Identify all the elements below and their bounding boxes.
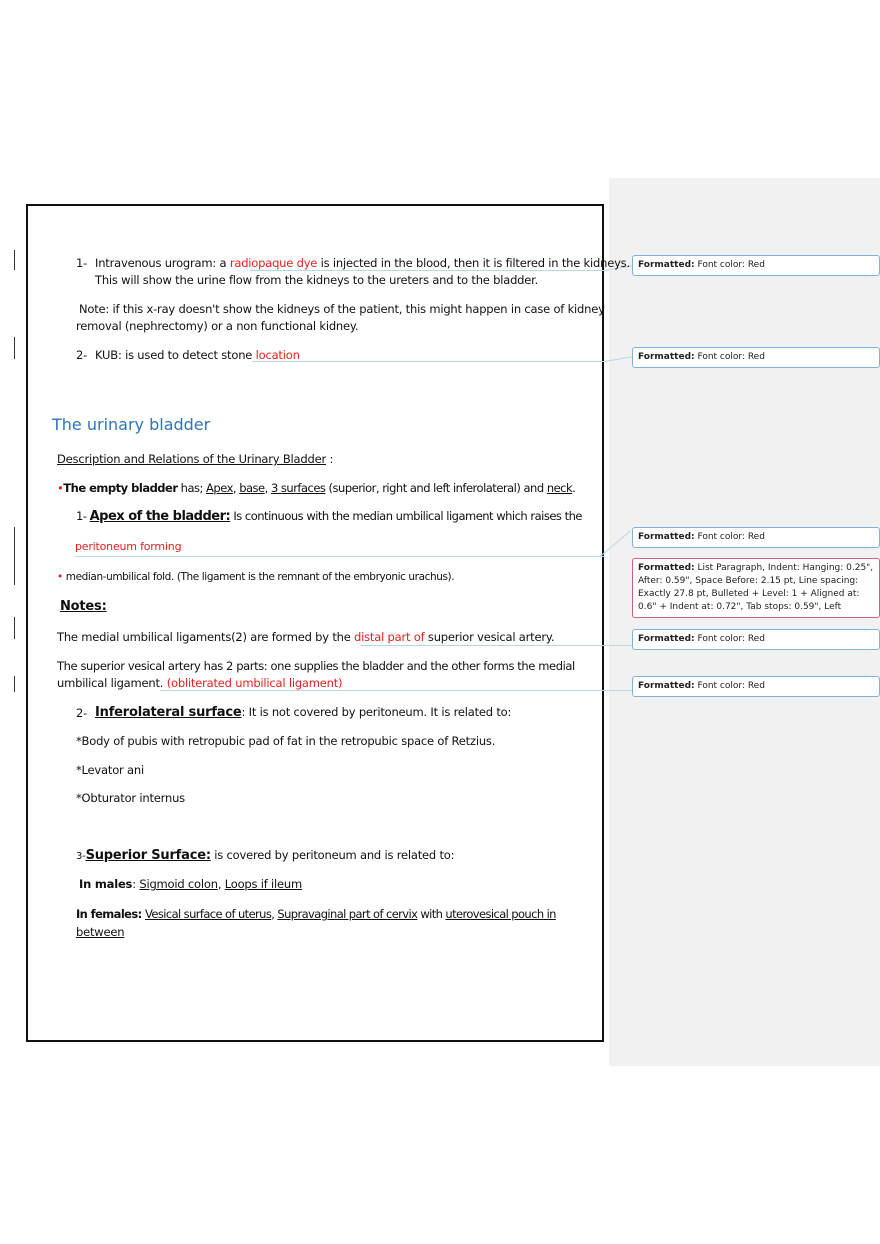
bold-text: Apex of the bladder:: [89, 509, 231, 524]
inserted-text: (obliterated umbilical ligament): [163, 676, 343, 690]
list-number: 2-: [76, 706, 88, 720]
bold-text: Inferolateral surface: [95, 705, 242, 720]
comment-balloon[interactable]: Formatted: Font color: Red: [632, 255, 880, 276]
text: *Obturator internus: [76, 791, 185, 805]
bold-text: In females:: [76, 907, 146, 921]
text: is covered by peritoneum and is related …: [210, 848, 455, 862]
text: (superior, right and left inferolateral)…: [325, 481, 547, 495]
text: :: [325, 452, 334, 466]
text: umbilical ligament.: [57, 676, 164, 690]
text: 3 surfaces: [270, 481, 326, 495]
text: Is continuous with the median umbilical …: [230, 509, 582, 523]
text: has;: [177, 481, 207, 495]
text: median-umbilical fold. (The ligament is …: [65, 571, 455, 583]
balloon-text: Font color: Red: [694, 634, 765, 644]
change-bar: [14, 250, 15, 270]
balloon-label: Formatted:: [638, 634, 695, 644]
inferolateral-line: Inferolateral surface: It is not covered…: [95, 705, 511, 720]
balloon-label: Formatted:: [638, 352, 695, 362]
text: KUB: is used to detect stone: [95, 348, 256, 362]
note: removal (nephrectomy) or a non functiona…: [76, 319, 359, 333]
text: :: [132, 877, 140, 891]
text: *Levator ani: [76, 763, 144, 777]
comment-balloon[interactable]: Formatted: List Paragraph, Indent: Hangi…: [632, 558, 880, 618]
text: is injected in the blood, then it is fil…: [317, 256, 630, 270]
balloon-label: Formatted:: [638, 681, 695, 691]
superior-line: 3-Superior Surface: is covered by perito…: [76, 848, 454, 863]
comment-balloon[interactable]: Formatted: Font color: Red: [632, 527, 880, 548]
text: The medial umbilical ligaments(2) are fo…: [57, 630, 355, 644]
list-item-kub: KUB: is used to detect stone location: [95, 348, 300, 362]
inserted-text: radiopaque dye: [229, 256, 318, 270]
text: The superior vesical artery has 2 parts:…: [57, 659, 575, 673]
text: : It is not covered by peritoneum. It is…: [241, 705, 512, 719]
text: with: [417, 907, 446, 921]
bold-text: In males: [79, 877, 133, 891]
balloon-text: List Paragraph, Indent: Hanging: 0.25", …: [638, 563, 874, 612]
balloon-text: Font color: Red: [694, 352, 765, 362]
inserted-text: location: [255, 348, 300, 362]
bold-text: Superior Surface:: [85, 848, 211, 863]
balloon-label: Formatted:: [638, 563, 695, 573]
fold-line: • median-umbilical fold. (The ligament i…: [57, 571, 455, 583]
comment-balloon[interactable]: Formatted: Font color: Red: [632, 629, 880, 650]
text: Loops if ileum: [224, 877, 303, 891]
balloon-label: Formatted:: [638, 260, 695, 270]
inserted-text: peritoneum forming: [75, 540, 182, 553]
notes-heading: Notes:: [60, 599, 107, 614]
males-line: In males: Sigmoid colon, Loops if ileum: [79, 877, 303, 891]
section-heading: The urinary bladder: [52, 415, 211, 434]
medial-line: The medial umbilical ligaments(2) are fo…: [57, 630, 555, 644]
comment-balloon[interactable]: Formatted: Font color: Red: [632, 347, 880, 368]
balloon-text: Font color: Red: [694, 260, 765, 270]
change-bar: [14, 337, 15, 359]
text: Intravenous urogram: a: [95, 256, 230, 270]
text: superior vesical artery.: [424, 630, 555, 644]
sva-line2: umbilical ligament. (obliterated umbilic…: [57, 676, 343, 690]
text: 3-: [76, 851, 86, 862]
comment-balloon[interactable]: Formatted: Font color: Red: [632, 676, 880, 697]
list-number: 1-: [76, 256, 88, 270]
list-number: 2-: [76, 348, 88, 362]
text: Vesical surface of uterus: [145, 907, 272, 921]
text: uterovesical pouch in: [445, 907, 556, 921]
text: Sigmoid colon: [139, 877, 218, 891]
text: between: [76, 925, 125, 939]
balloon-label: Formatted:: [638, 532, 695, 542]
subheading: Description and Relations of the Urinary…: [57, 452, 333, 466]
text: Apex: [206, 481, 233, 495]
bold-text: The empty bladder: [63, 481, 178, 495]
balloon-text: Font color: Red: [694, 681, 765, 691]
document-page: [26, 204, 604, 1042]
text: Description and Relations of the Urinary…: [57, 452, 326, 466]
list-item-ivu: Intravenous urogram: a radiopaque dye is…: [95, 256, 630, 270]
change-bar: [14, 676, 15, 692]
empty-bladder-line: •The empty bladder has; Apex, base, 3 su…: [57, 481, 576, 495]
text: This will show the urine flow from the k…: [95, 273, 539, 287]
inserted-text: distal part of: [354, 630, 425, 644]
apex-line: 1- Apex of the bladder: Is continuous wi…: [76, 509, 582, 524]
text: *Body of pubis with retropubic pad of fa…: [76, 734, 496, 748]
note: Note: if this x-ray doesn't show the kid…: [79, 302, 605, 316]
text: base: [239, 481, 265, 495]
change-bar: [14, 527, 15, 585]
text: Supravaginal part of cervix: [277, 907, 418, 921]
text: neck: [546, 481, 573, 495]
females-line: In females: Vesical surface of uterus, S…: [76, 907, 556, 921]
markup-pane: [609, 178, 880, 1066]
balloon-text: Font color: Red: [694, 532, 765, 542]
change-bar: [14, 617, 15, 639]
text: 1-: [76, 509, 90, 523]
